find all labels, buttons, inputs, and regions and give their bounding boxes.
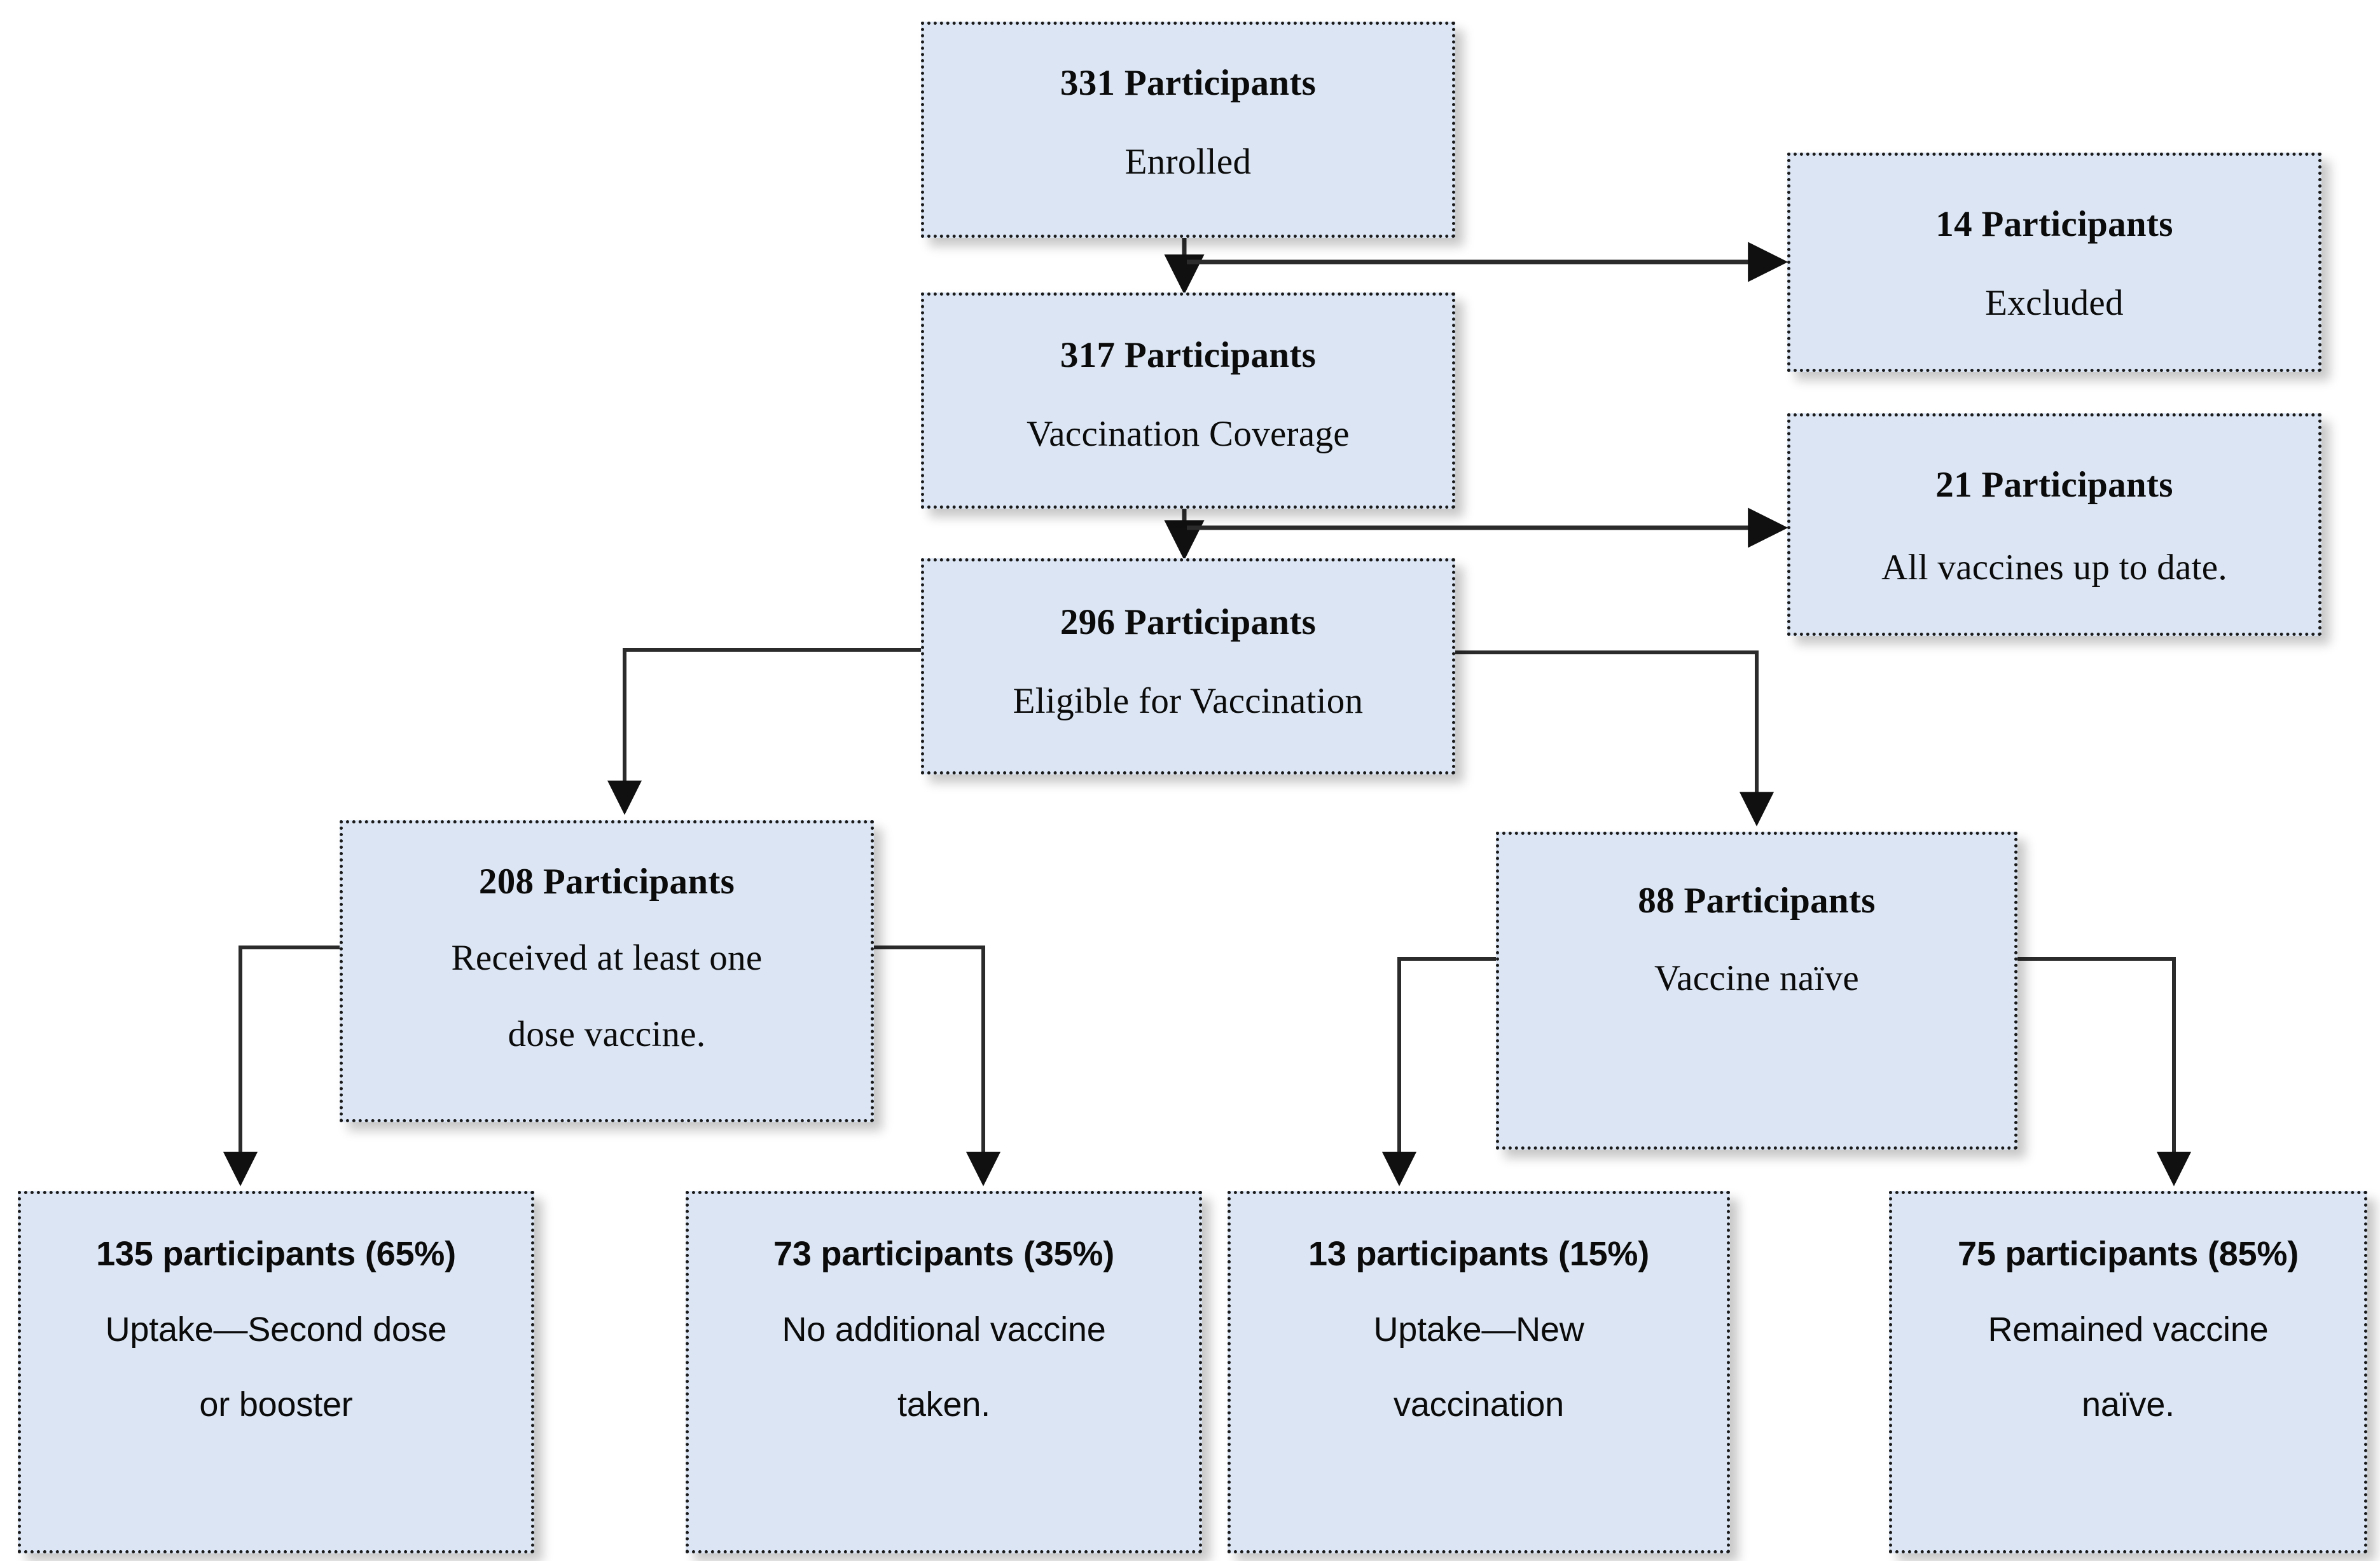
node-noadd-label-line2: taken. xyxy=(897,1386,990,1424)
node-eligible-count: 296 Participants xyxy=(1060,602,1317,642)
node-excluded-label: Excluded xyxy=(1985,282,2124,323)
node-naive-label: Vaccine naïve xyxy=(1654,958,1859,998)
node-enrolled-count: 331 Participants xyxy=(1060,63,1317,103)
node-excluded-count: 14 Participants xyxy=(1935,204,2173,244)
node-second-count: 135 participants (65%) xyxy=(96,1235,456,1273)
node-second-label-line1: Uptake—Second dose xyxy=(105,1310,447,1349)
node-newvax-label-line1: Uptake—New xyxy=(1373,1310,1584,1349)
node-no-additional-vaccine-taken[interactable]: 73 participants (35%) No additional vacc… xyxy=(686,1191,1202,1553)
node-noadd-label-line1: No additional vaccine xyxy=(782,1310,1106,1349)
node-eligible-for-vaccination[interactable]: 296 Participants Eligible for Vaccinatio… xyxy=(921,558,1455,774)
edge-onedose-to-second xyxy=(223,946,340,1186)
node-newvax-count: 13 participants (15%) xyxy=(1308,1235,1649,1273)
node-received-at-least-one-dose[interactable]: 208 Participants Received at least one d… xyxy=(340,820,874,1122)
node-uptake-second-dose-or-booster[interactable]: 135 participants (65%) Uptake—Second dos… xyxy=(18,1191,534,1553)
node-remained-count: 75 participants (85%) xyxy=(1958,1235,2299,1273)
node-uptodate-label: All vaccines up to date. xyxy=(1881,547,2227,588)
node-uptodate-count: 21 Participants xyxy=(1935,465,2173,505)
node-enrolled[interactable]: 331 Participants Enrolled xyxy=(921,22,1455,238)
node-all-vaccines-up-to-date[interactable]: 21 Participants All vaccines up to date. xyxy=(1787,413,2321,636)
node-onedose-label-line2: dose vaccine. xyxy=(508,1014,706,1054)
node-remained-label-line1: Remained vaccine xyxy=(1988,1310,2269,1349)
node-enrolled-label: Enrolled xyxy=(1124,141,1252,182)
edge-naive-to-remained xyxy=(2017,957,2191,1186)
edge-onedose-to-noadd xyxy=(874,946,1000,1186)
node-noadd-count: 73 participants (35%) xyxy=(773,1235,1114,1273)
node-onedose-count: 208 Participants xyxy=(478,862,735,902)
node-coverage-count: 317 Participants xyxy=(1060,335,1317,375)
node-vaccination-coverage[interactable]: 317 Participants Vaccination Coverage xyxy=(921,292,1455,509)
node-coverage-label: Vaccination Coverage xyxy=(1027,413,1350,454)
node-naive-count: 88 Participants xyxy=(1638,881,1876,921)
node-eligible-label: Eligible for Vaccination xyxy=(1013,680,1364,721)
edge-naive-to-newvax xyxy=(1382,957,1496,1186)
node-newvax-label-line2: vaccination xyxy=(1394,1386,1564,1424)
node-remained-label-line2: naïve. xyxy=(2082,1386,2175,1424)
edge-eligible-to-onedose xyxy=(607,648,921,815)
node-vaccine-naive[interactable]: 88 Participants Vaccine naïve xyxy=(1496,832,2017,1150)
node-remained-vaccine-naive[interactable]: 75 participants (85%) Remained vaccine n… xyxy=(1889,1191,2367,1553)
node-onedose-label-line1: Received at least one xyxy=(451,937,763,978)
node-uptake-new-vaccination[interactable]: 13 participants (15%) Uptake—New vaccina… xyxy=(1228,1191,1730,1553)
node-excluded[interactable]: 14 Participants Excluded xyxy=(1787,153,2321,372)
node-second-label-line2: or booster xyxy=(199,1386,353,1424)
edge-eligible-to-naive xyxy=(1455,650,1774,827)
